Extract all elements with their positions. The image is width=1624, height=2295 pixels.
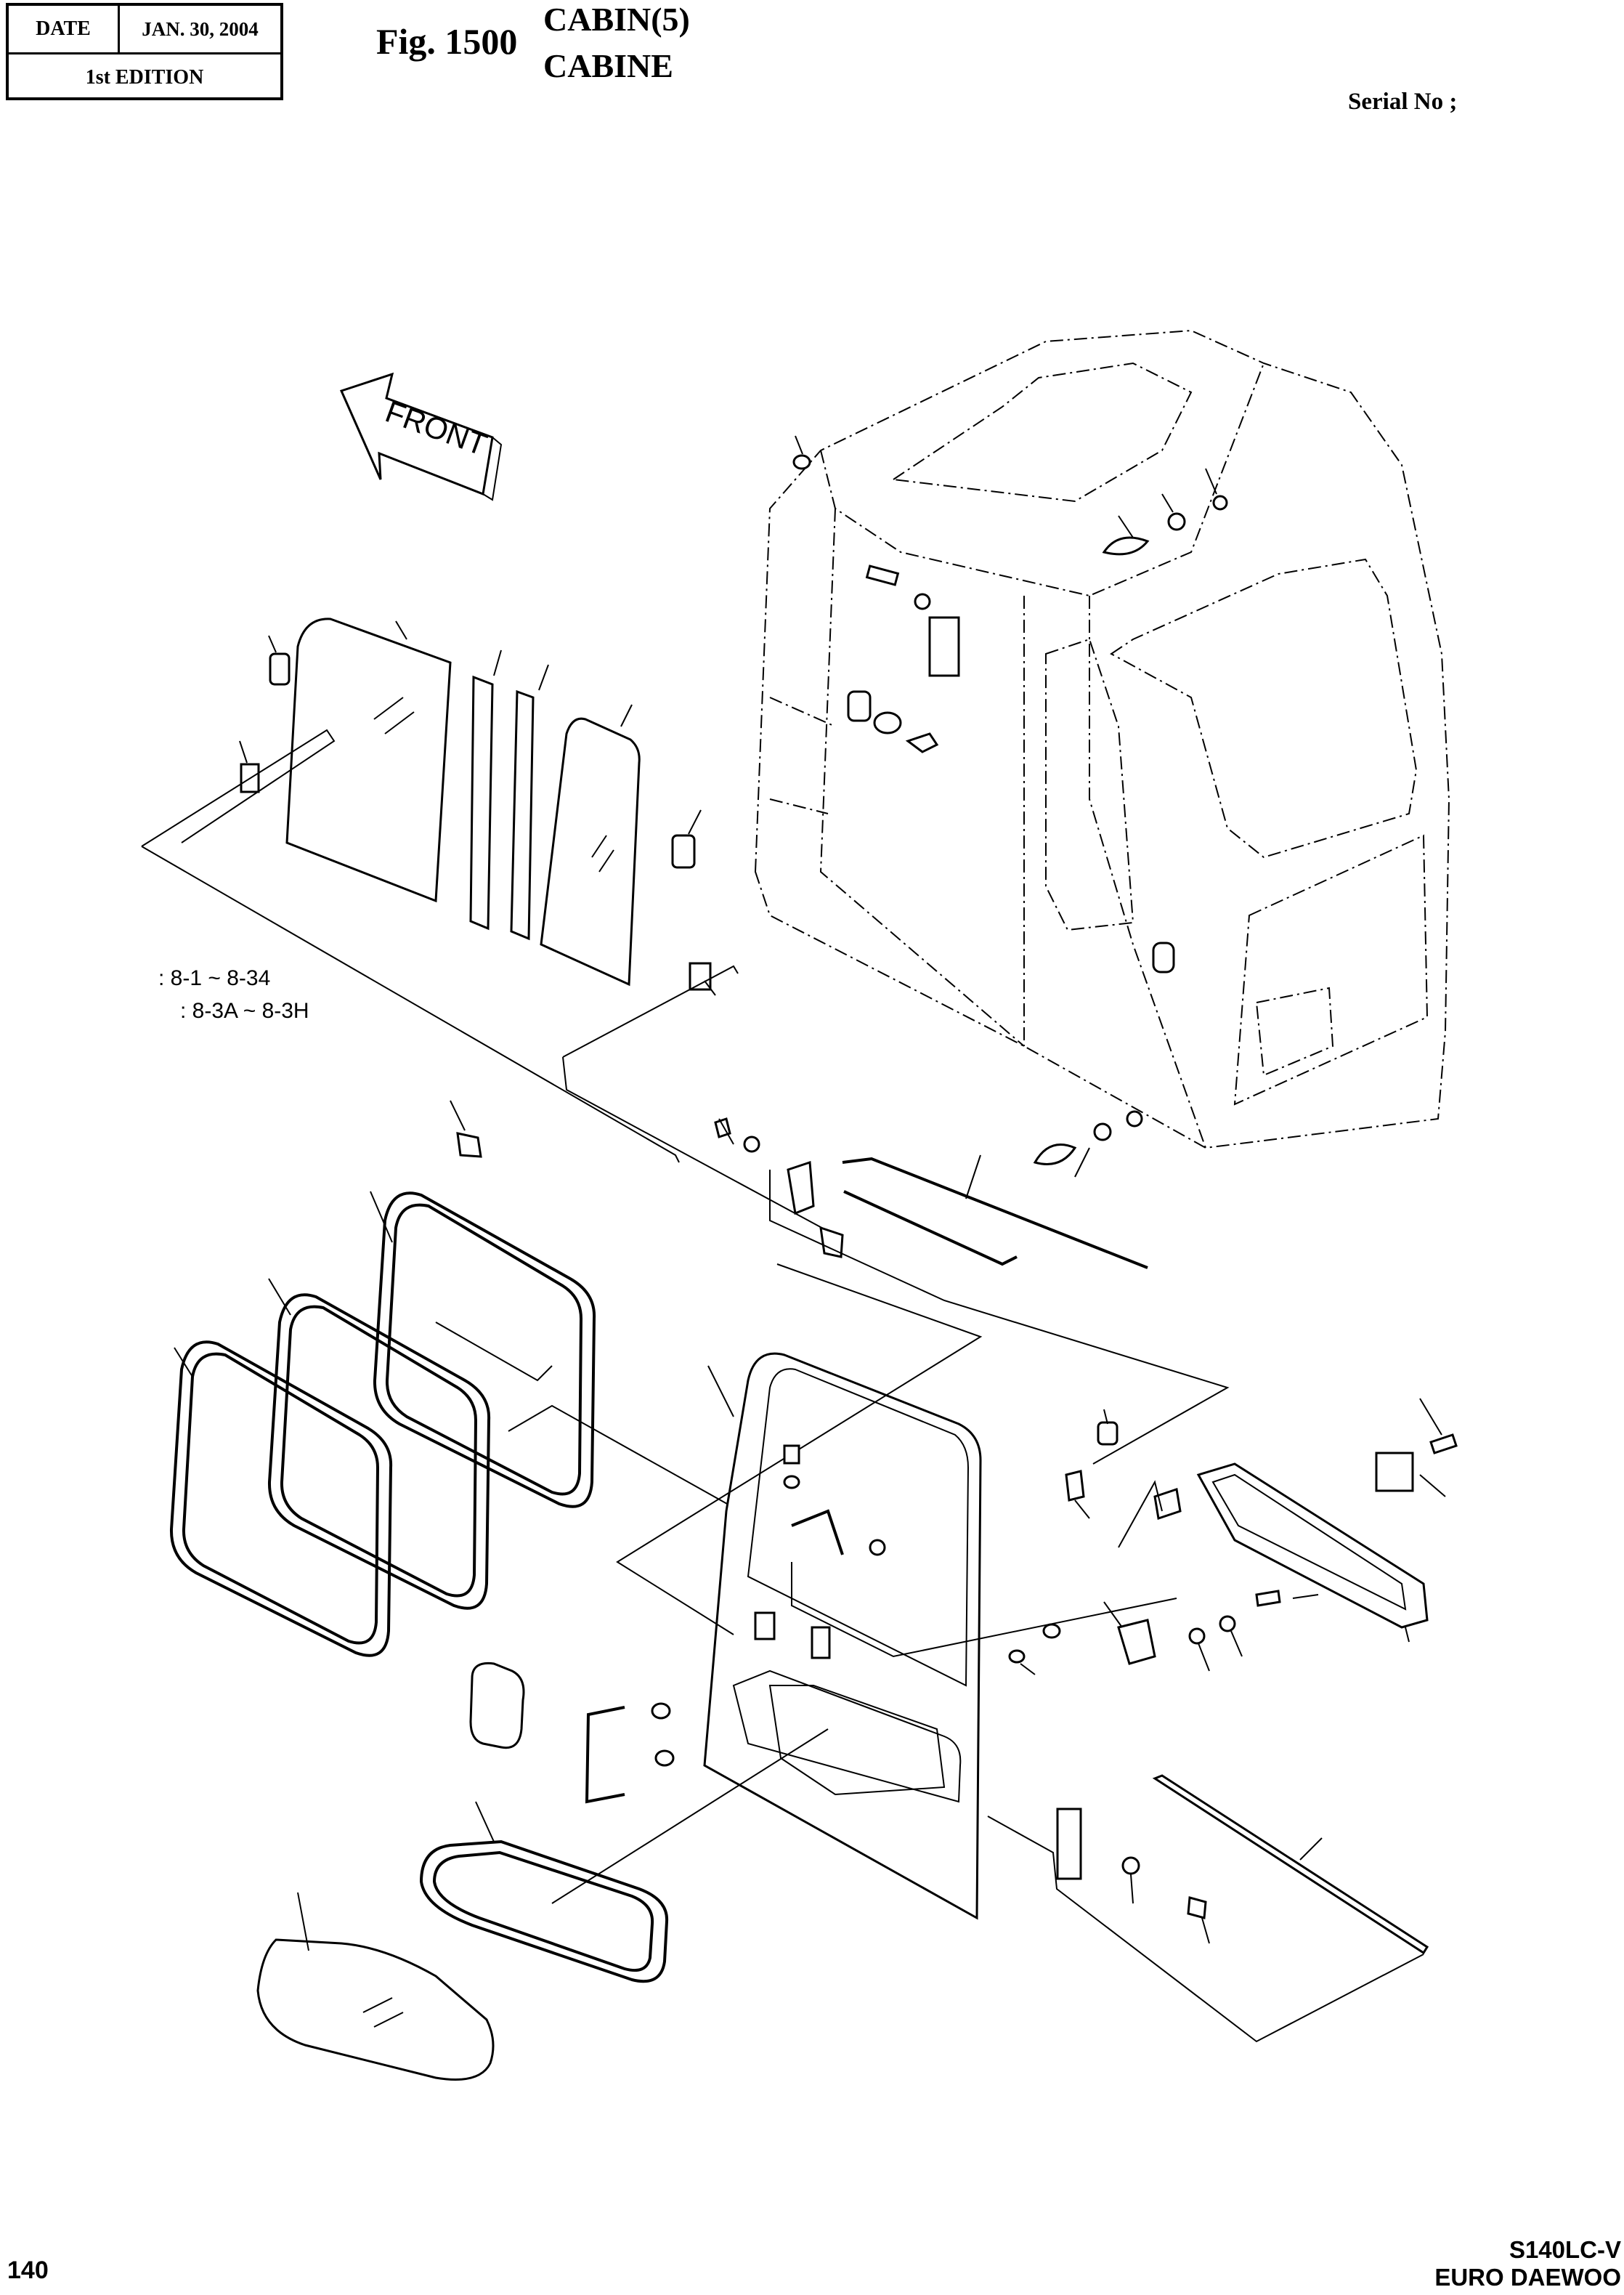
date-edition-box: DATE JAN. 30, 2004 1st EDITION	[6, 3, 283, 100]
cabin-hardware	[792, 454, 1228, 1165]
date-row: DATE JAN. 30, 2004	[9, 6, 280, 54]
brand-name: EURO DAEWOO	[1434, 2264, 1621, 2291]
window-seal-frames	[169, 1132, 734, 1657]
door-handle-parts	[1008, 1421, 1458, 1665]
cabin-body	[754, 329, 1450, 1149]
cabin-door	[469, 1352, 982, 1920]
machine-model: S140LC-V	[1509, 2236, 1621, 2263]
front-arrow: FRONT	[339, 372, 503, 501]
figure-title-english: CABIN(5)	[543, 1, 690, 38]
figure-number: Fig. 1500	[376, 21, 518, 62]
page-number: 140	[7, 2256, 49, 2284]
serial-number-label: Serial No ;	[1348, 89, 1458, 115]
parts-range-note-1: : 8-1 ~ 8-34	[158, 966, 271, 990]
upper-window-glass-group	[141, 618, 836, 1236]
door-lock-linkage	[616, 1117, 1230, 1658]
date-value: JAN. 30, 2004	[142, 17, 259, 40]
figure-title-french: CABINE	[543, 47, 673, 84]
door-hinge-and-lower-seals	[256, 1728, 1429, 2081]
edition-label: 1st EDITION	[85, 65, 204, 89]
parts-range-note-2: : 8-3A ~ 8-3H	[180, 999, 309, 1023]
callout-leader-lines	[174, 435, 1446, 1951]
date-label: DATE	[9, 6, 120, 52]
